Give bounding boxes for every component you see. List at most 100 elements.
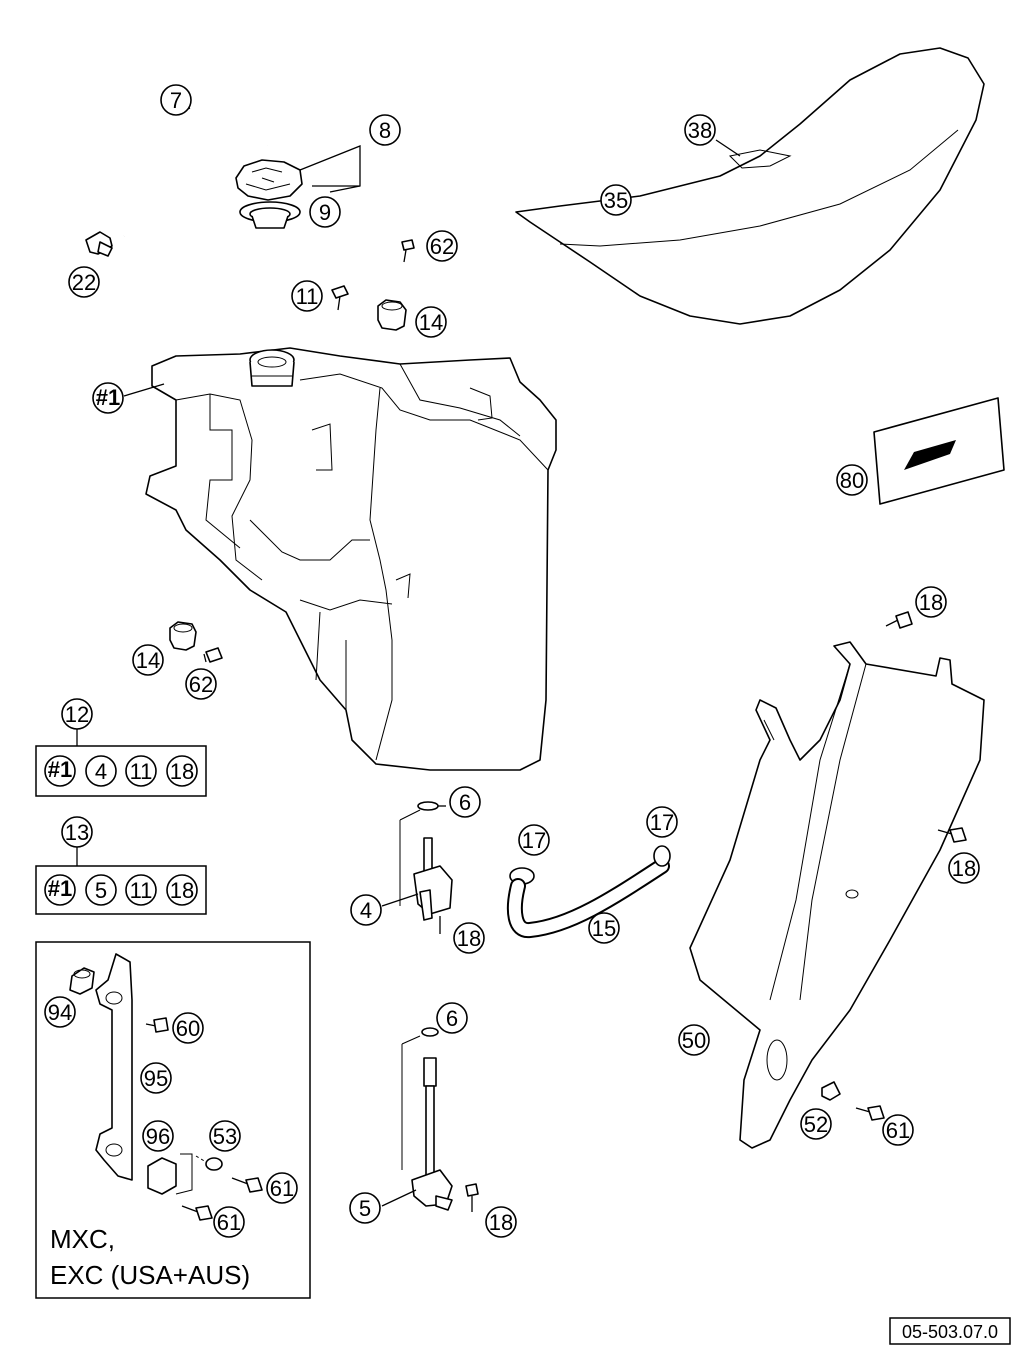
callout-80[interactable]: 80 [836, 464, 868, 496]
svg-text:5: 5 [359, 1196, 371, 1221]
callout-61-inset-lower[interactable]: 61 [213, 1206, 245, 1238]
kit-13-box [35, 846, 207, 915]
spacer-94 [69, 967, 95, 995]
callout-6-upper[interactable]: 6 [449, 786, 481, 818]
svg-text:18: 18 [489, 1210, 513, 1235]
bushing-96 [147, 1153, 193, 1195]
svg-text:15: 15 [592, 916, 616, 941]
screw-11 [331, 285, 349, 311]
svg-text:18: 18 [952, 856, 976, 881]
svg-text:7: 7 [170, 88, 182, 113]
callout-13[interactable]: 13 [61, 816, 93, 848]
callout-7[interactable]: 7 [160, 84, 192, 116]
cap-seal [239, 201, 301, 229]
callout-35[interactable]: 35 [600, 184, 632, 216]
svg-text:4: 4 [360, 898, 372, 923]
screw-61-inset-right [231, 1177, 263, 1193]
callout-18-bracket[interactable]: 18 [915, 586, 947, 618]
svg-text:#1: #1 [48, 757, 72, 782]
callout-62-lower[interactable]: 62 [185, 668, 217, 700]
variant-inset-box [35, 941, 311, 1299]
fuel-tap-4 [413, 837, 453, 934]
kit-12-box [35, 728, 207, 797]
screw-18-side [937, 827, 967, 843]
callout-53[interactable]: 53 [209, 1120, 241, 1152]
callout-4[interactable]: 4 [350, 894, 382, 926]
callout-1[interactable]: #1 [92, 382, 124, 414]
callout-17-right[interactable]: 17 [646, 806, 678, 838]
washer-52 [821, 1081, 841, 1101]
svg-text:18: 18 [919, 590, 943, 615]
svg-text:11: 11 [296, 284, 319, 309]
callout-18-tap4[interactable]: 18 [453, 922, 485, 954]
svg-text:60: 60 [176, 1016, 200, 1041]
callout-52[interactable]: 52 [800, 1108, 832, 1140]
callout-38[interactable]: 38 [684, 114, 716, 146]
fuel-tap-5 [411, 1057, 453, 1211]
svg-text:18: 18 [170, 759, 194, 784]
callout-9[interactable]: 9 [309, 196, 341, 228]
svg-text:4: 4 [95, 759, 107, 784]
bushing-14-top [377, 299, 407, 331]
screw-60 [145, 1017, 169, 1033]
callout-14-top[interactable]: 14 [415, 306, 447, 338]
callout-15[interactable]: 15 [588, 912, 620, 944]
svg-text:61: 61 [886, 1118, 910, 1143]
callout-18-lower[interactable]: 18 [485, 1206, 517, 1238]
callout-61-cover[interactable]: 61 [882, 1114, 914, 1146]
kit-12-items: #1 4 11 18 [44, 755, 198, 787]
callout-6-lower[interactable]: 6 [436, 1002, 468, 1034]
callout-62-top[interactable]: 62 [426, 230, 458, 262]
svg-text:61: 61 [217, 1210, 241, 1235]
callout-14-lower[interactable]: 14 [132, 644, 164, 676]
callout-5[interactable]: 5 [349, 1192, 381, 1224]
callout-95[interactable]: 95 [140, 1062, 172, 1094]
svg-text:96: 96 [146, 1124, 170, 1149]
svg-text:8: 8 [379, 118, 391, 143]
callout-50[interactable]: 50 [678, 1024, 710, 1056]
screw-61-cover [855, 1105, 885, 1121]
kit-13-item: 18 [166, 874, 198, 906]
kit-13-items: #1 5 11 18 [44, 874, 198, 906]
inset-label-line1: MXC, [50, 1224, 115, 1254]
svg-text:53: 53 [213, 1124, 237, 1149]
screw-61-inset-lower [181, 1205, 213, 1221]
kit-13-item: #1 [44, 874, 76, 906]
svg-text:14: 14 [136, 648, 160, 673]
svg-text:13: 13 [65, 820, 89, 845]
svg-text:#1: #1 [96, 385, 120, 410]
kit-13-item: 5 [85, 874, 117, 906]
inset-label-line2: EXC (USA+AUS) [50, 1260, 250, 1290]
svg-text:6: 6 [446, 1006, 458, 1031]
washer-53 [195, 1155, 223, 1171]
kit-12-item: 18 [166, 755, 198, 787]
svg-text:5: 5 [95, 878, 107, 903]
tank-sticker [873, 397, 1005, 505]
callout-94[interactable]: 94 [44, 996, 76, 1028]
filler-cap [235, 159, 303, 201]
svg-text:9: 9 [319, 200, 331, 225]
svg-text:50: 50 [682, 1028, 706, 1053]
svg-text:12: 12 [65, 702, 89, 727]
callout-22[interactable]: 22 [68, 266, 100, 298]
callout-17-left[interactable]: 17 [518, 824, 550, 856]
hose-clamp-17-right [653, 845, 671, 867]
callout-11[interactable]: 11 [291, 280, 323, 312]
svg-text:38: 38 [688, 118, 712, 143]
svg-text:61: 61 [270, 1176, 294, 1201]
callout-12[interactable]: 12 [61, 698, 93, 730]
fuel-tank [145, 347, 557, 771]
callout-96[interactable]: 96 [142, 1120, 174, 1152]
kit-12-item: 4 [85, 755, 117, 787]
callout-61-inset-right[interactable]: 61 [266, 1172, 298, 1204]
drawing-code-box: 05-503.07.0 [889, 1317, 1011, 1345]
callout-18-side[interactable]: 18 [948, 852, 980, 884]
callout-60[interactable]: 60 [172, 1012, 204, 1044]
svg-text:17: 17 [522, 828, 546, 853]
callouts: 7 8 9 22 38 35 11 62 14 #1 80 14 62 18 1… [44, 84, 980, 1238]
bracket-95 [95, 953, 133, 1181]
svg-text:6: 6 [459, 790, 471, 815]
screw-18-bracket [885, 611, 913, 629]
callout-8[interactable]: 8 [369, 114, 401, 146]
screw-62-top [401, 239, 415, 263]
